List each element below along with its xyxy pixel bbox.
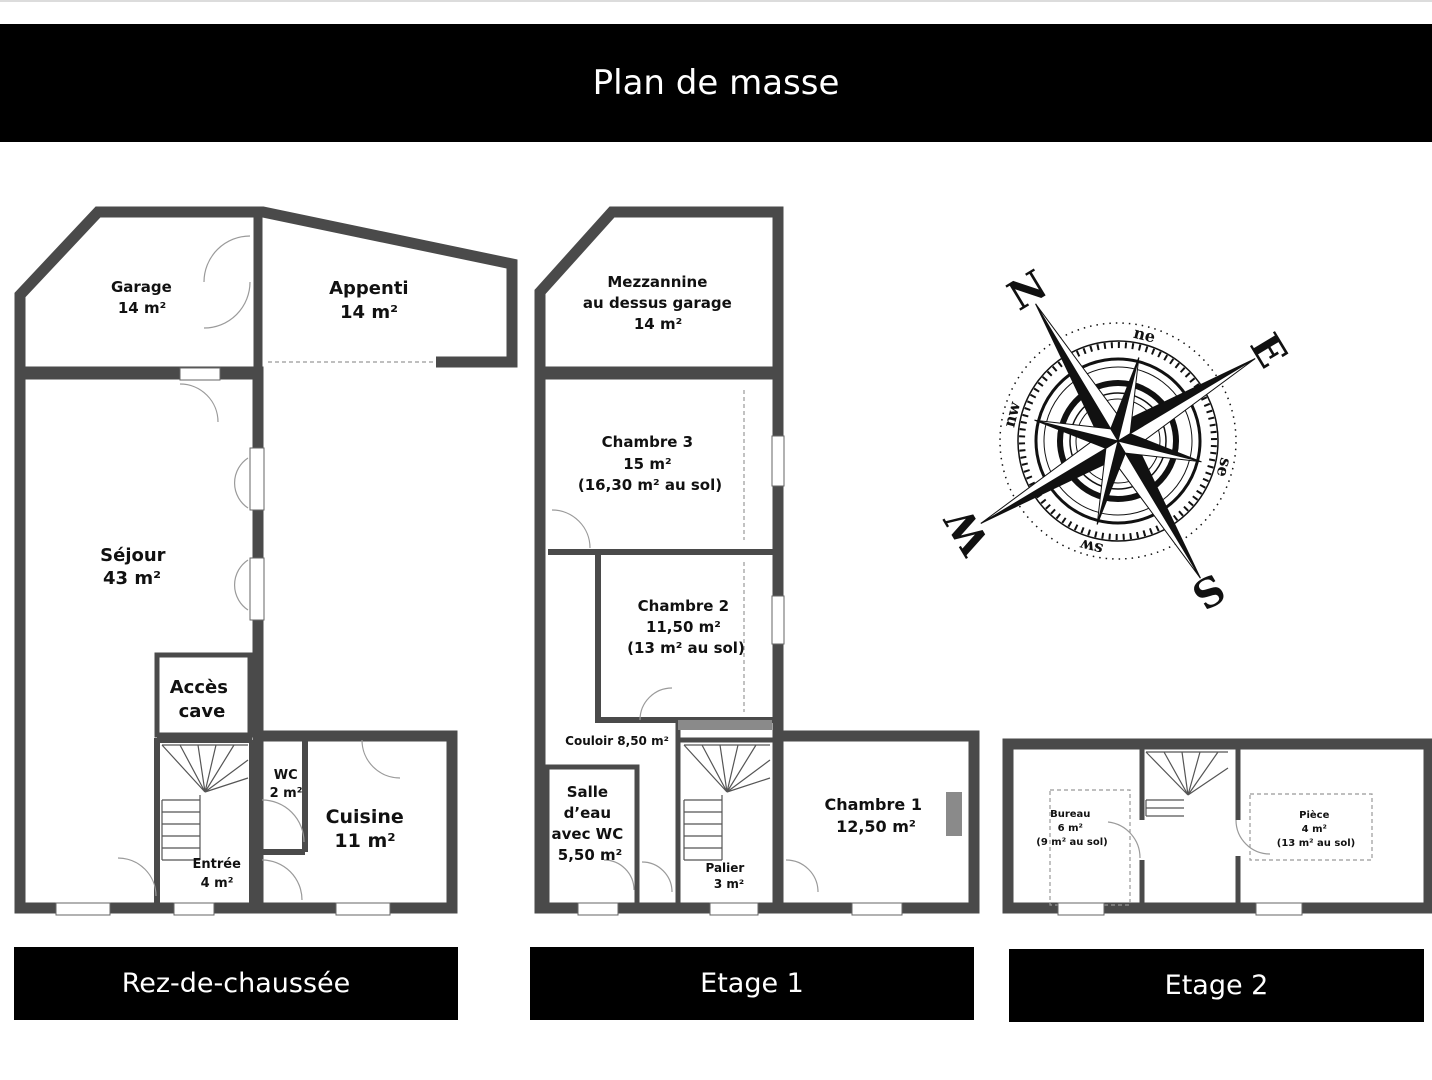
- floor-label-etage2: Etage 2: [1009, 949, 1424, 1022]
- compass-label-nw: nw: [999, 399, 1024, 429]
- room-acces-cave: Accès cave: [170, 677, 234, 722]
- stairs: [161, 744, 1229, 861]
- room-mezzanine: Mezzannine au dessus garage 14 m²: [583, 273, 737, 333]
- room-entree: Entrée 4 m²: [193, 857, 246, 891]
- room-chambre1: Chambre 1 12,50 m²: [824, 795, 927, 836]
- doors-and-windows: [117, 235, 1271, 901]
- room-salle-eau: Salle d’eau avec WC 5,50 m²: [552, 783, 629, 864]
- chimney: [946, 792, 962, 836]
- room-cuisine: Cuisine 11 m²: [326, 806, 411, 852]
- room-chambre2: Chambre 2 11,50 m² (13 m² au sol): [627, 597, 745, 657]
- compass-label-ne: ne: [1132, 323, 1158, 347]
- compass-rose-icon: nw ne se sw W N E S: [935, 261, 1296, 619]
- floor-label-etage1: Etage 1: [530, 947, 974, 1020]
- compass-label-se: se: [1213, 456, 1236, 479]
- page-title: Plan de masse: [0, 24, 1432, 142]
- etage1-stairs: [683, 744, 771, 861]
- compass-label-sw: sw: [1077, 535, 1105, 559]
- stair-rail: [678, 720, 772, 730]
- compass-label-e: E: [1240, 325, 1296, 375]
- room-chambre3: Chambre 3 15 m² (16,30 m² au sol): [578, 433, 722, 494]
- room-garage: Garage 14 m²: [111, 278, 177, 317]
- room-bureau: Bureau 6 m² (9 m² au sol): [1036, 809, 1107, 848]
- room-piece: Pièce 4 m² (13 m² au sol): [1277, 809, 1355, 849]
- room-appenti: Appenti 14 m²: [329, 278, 415, 323]
- compass-label-w: W: [935, 499, 999, 563]
- compass-label-s: S: [1184, 564, 1233, 619]
- top-divider: [0, 0, 1432, 2]
- etage2-stairs: [1145, 751, 1229, 817]
- window-frames: [55, 367, 1303, 916]
- room-sejour: Séjour 43 m²: [100, 545, 172, 589]
- room-palier: Palier 3 m²: [705, 861, 748, 891]
- rdc-plan: [14, 206, 518, 914]
- floor-label-rdc: Rez-de-chaussée: [14, 947, 458, 1020]
- room-wc: WC 2 m²: [270, 768, 303, 801]
- compass-label-n: N: [1000, 261, 1056, 320]
- etage2-plan: [1002, 738, 1432, 914]
- rdc-stairs: [161, 744, 249, 861]
- room-couloir: Couloir 8,50 m²: [565, 734, 669, 748]
